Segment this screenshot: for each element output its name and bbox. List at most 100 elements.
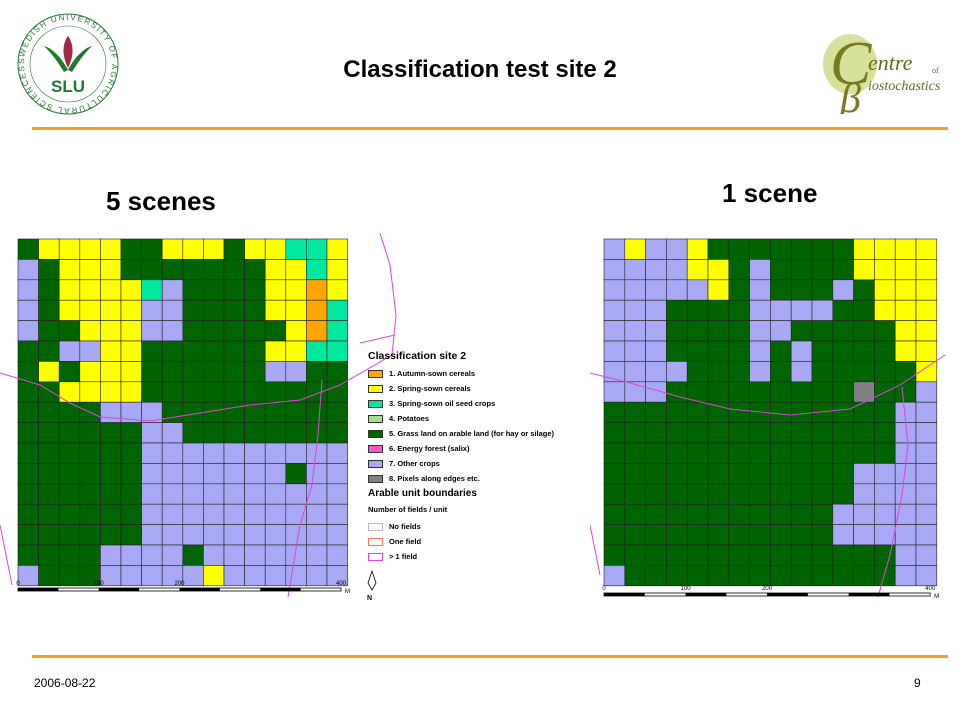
map-cell [915, 381, 938, 403]
map-cell [17, 361, 39, 383]
map-cell [264, 320, 287, 342]
map-cell [161, 259, 184, 281]
slu-logo: SWEDISH UNIVERSITY OF AGRICULTURAL SCIEN… [12, 8, 124, 120]
map-cell [686, 565, 709, 587]
map-cell [707, 422, 730, 444]
map-cell [306, 422, 328, 444]
map-cell [770, 565, 792, 587]
map-cell [285, 463, 307, 485]
map-cell [645, 340, 667, 362]
map-cell [915, 503, 938, 525]
map-cell [915, 442, 938, 464]
map-cell [100, 422, 122, 444]
map-cell [874, 259, 896, 281]
legend-label: 4. Potatoes [389, 414, 430, 423]
map-cell [894, 381, 917, 403]
field-boundary-line [0, 524, 13, 586]
map-cell [749, 442, 771, 464]
map-cell [624, 463, 646, 485]
map-cell [666, 259, 688, 281]
map-cell [100, 544, 122, 566]
map-cell [874, 422, 896, 444]
map-cell [624, 565, 646, 587]
map-cell [38, 442, 60, 464]
scale-bar-segment [848, 593, 890, 596]
map-cell [38, 422, 60, 444]
map-cell [894, 483, 917, 505]
map-cell [707, 565, 730, 587]
legend-swatch [368, 414, 383, 423]
map-cell [853, 422, 875, 444]
legend-item: 1. Autumn-sown cereals [368, 366, 608, 381]
map-cell [624, 524, 646, 546]
map-cell [141, 259, 163, 281]
map-cell [100, 524, 122, 546]
map-cell [100, 442, 122, 464]
map-cell [603, 299, 626, 321]
map-cell [603, 565, 626, 587]
map-cell [244, 565, 266, 587]
map-cell [728, 565, 750, 587]
legend-boundaries-title: Arable unit boundaries [368, 488, 477, 499]
map-cell [38, 299, 60, 321]
map-cell [264, 340, 287, 362]
map-cell [58, 401, 81, 423]
map-cell [894, 299, 917, 321]
map-cell [790, 320, 813, 342]
map-cell [120, 483, 142, 505]
map-cell [182, 361, 204, 383]
map-cell [182, 544, 204, 566]
map-cell [120, 340, 142, 362]
map-cell [894, 524, 917, 546]
map-cell [326, 544, 348, 566]
map-cell [161, 503, 184, 525]
map-cell [203, 381, 225, 403]
map-cell [244, 422, 266, 444]
map-cell [853, 524, 875, 546]
map-cell [770, 422, 792, 444]
map-cell [326, 463, 348, 485]
map-cell [182, 401, 204, 423]
map-cell [624, 320, 646, 342]
map-cell [915, 299, 938, 321]
legend-item: 3. Spring-sown oil seed crops [368, 396, 608, 411]
scale-tick-label: 0 [602, 586, 606, 592]
map-cell [624, 401, 646, 423]
map-cell [832, 340, 854, 362]
scale-tick-label: 100 [681, 586, 692, 592]
map-cell [790, 442, 813, 464]
map-cell [749, 320, 771, 342]
map-cell [223, 503, 245, 525]
map-cell [770, 381, 792, 403]
map-cell [161, 279, 184, 301]
map-cell [686, 422, 709, 444]
scale-bar-segment [179, 588, 220, 591]
map-cell [141, 361, 163, 383]
map-cell [141, 524, 163, 546]
map-cell [707, 381, 730, 403]
map-cell [264, 259, 287, 281]
map-cell [770, 442, 792, 464]
map-cell [17, 401, 39, 423]
map-cell [100, 361, 122, 383]
map-cell [326, 361, 348, 383]
map-cell [811, 340, 834, 362]
map-cell [182, 483, 204, 505]
map-cell [915, 320, 938, 342]
map-cell [686, 259, 709, 281]
map-cell [141, 381, 163, 403]
map-cell [915, 279, 938, 301]
map-cell [874, 401, 896, 423]
map-cell [811, 238, 834, 260]
map-cell [17, 320, 39, 342]
legend-swatch [368, 399, 383, 408]
map-cell [749, 524, 771, 546]
map-cell [17, 565, 39, 587]
scale-bar-segment [685, 593, 727, 596]
map-cell [770, 463, 792, 485]
map-cell [645, 259, 667, 281]
scale-bar-segment [98, 588, 140, 591]
map-cell [58, 544, 81, 566]
map-cell [645, 544, 667, 566]
map-cell [874, 503, 896, 525]
